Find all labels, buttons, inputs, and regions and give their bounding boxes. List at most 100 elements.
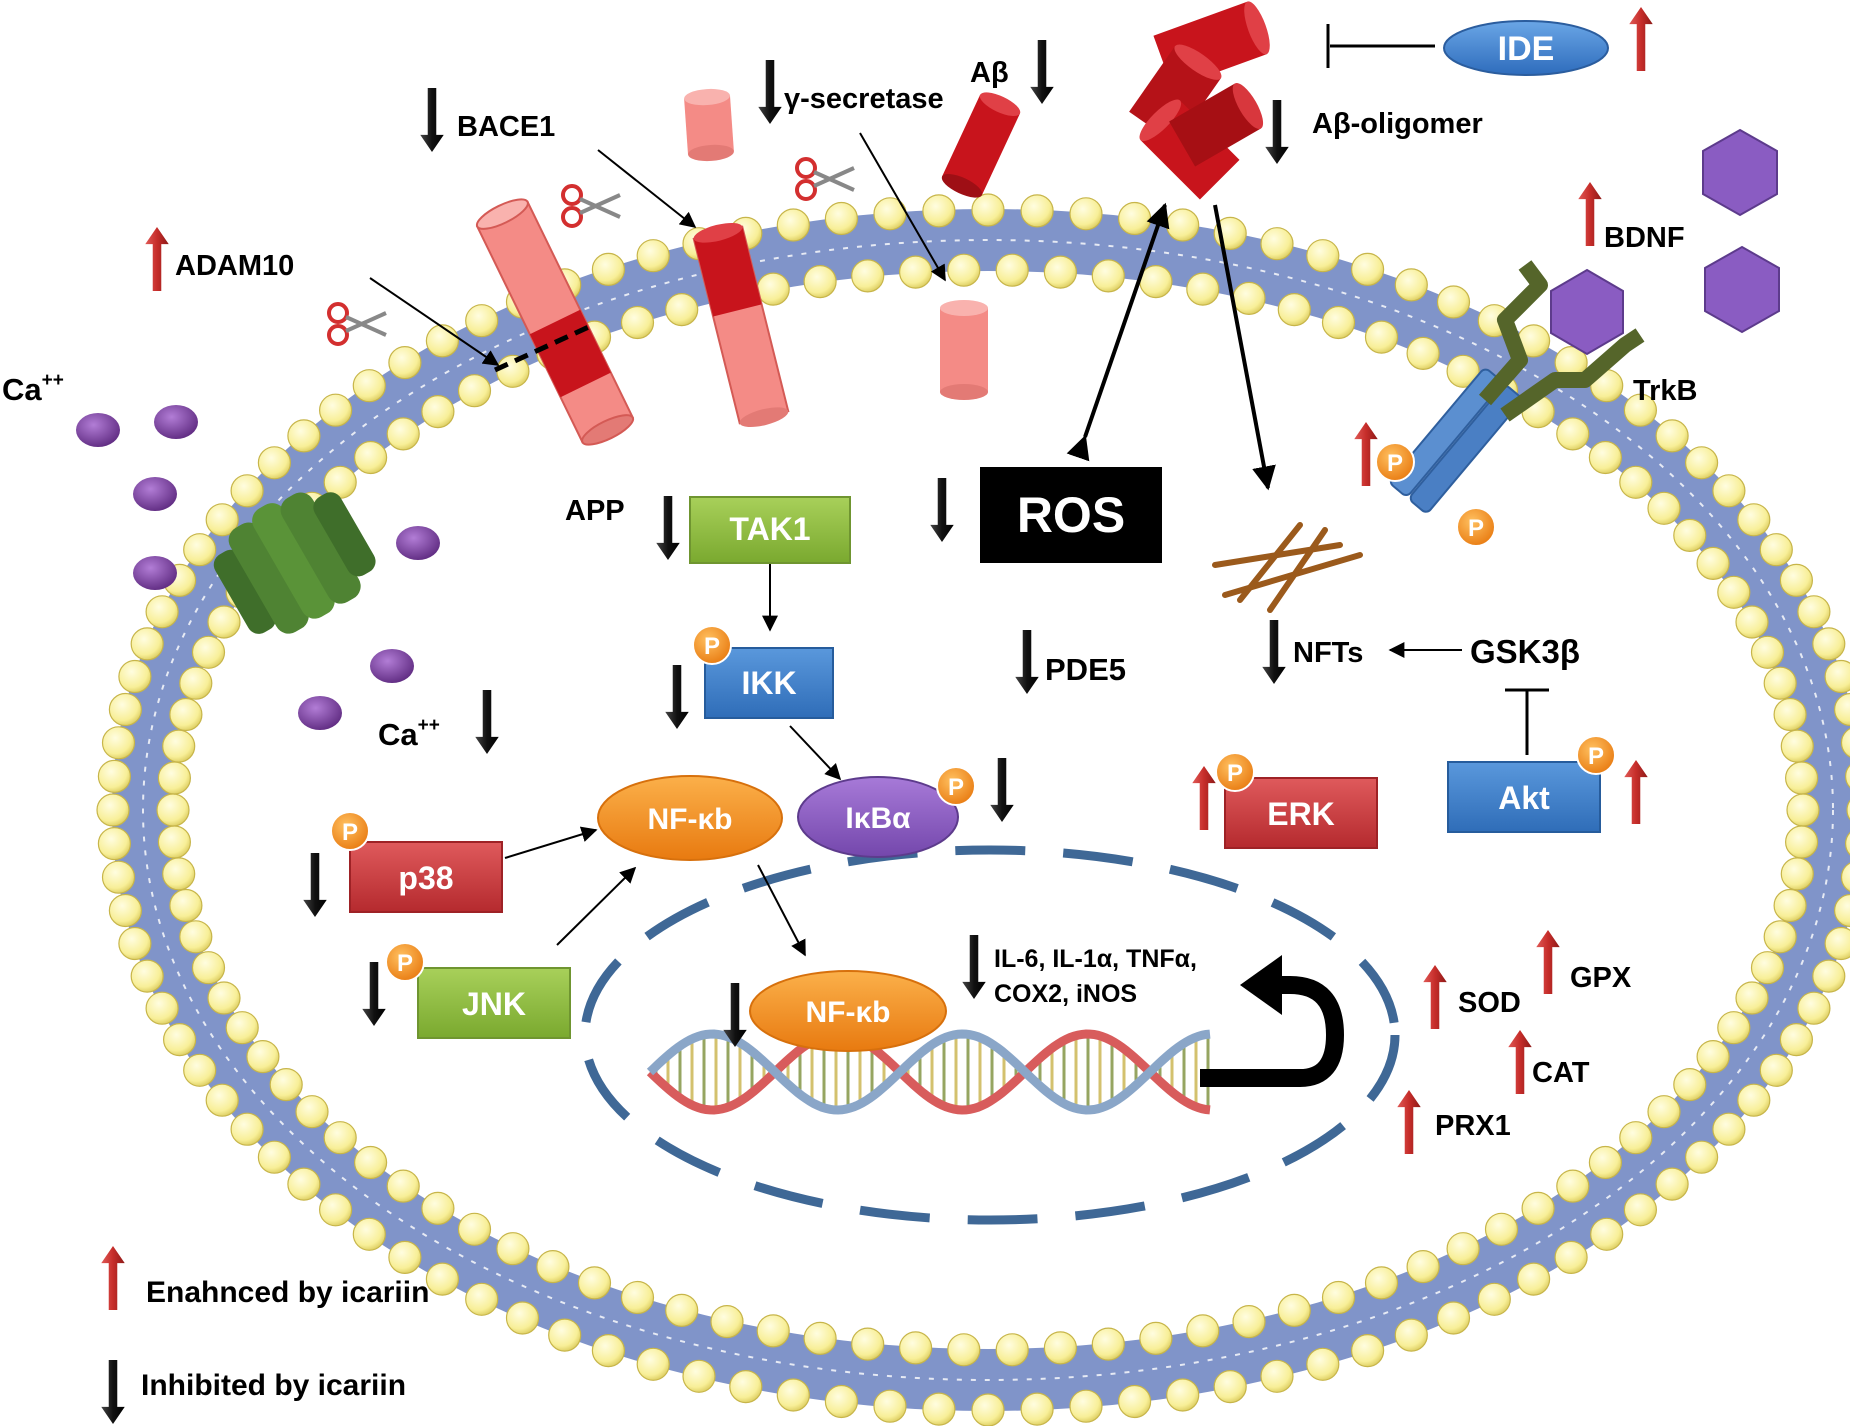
phospho-trkb-lower: P	[1456, 507, 1496, 547]
down-arrow-icon-ikba	[990, 758, 1014, 822]
lipid-head	[1277, 1293, 1311, 1328]
lipid-head	[130, 627, 164, 661]
lipid-head	[1824, 659, 1850, 694]
lipid-head	[971, 193, 1005, 227]
lipid-head	[1554, 1240, 1588, 1275]
lipid-head	[1139, 265, 1173, 299]
lipid-head	[1521, 1191, 1555, 1226]
down-arrow-icon-jnk	[362, 962, 386, 1026]
cytokines-line1: IL-6, IL-1α, TNFα,	[994, 945, 1197, 973]
down-arrow-icon-p38	[303, 853, 327, 917]
lipid-head	[323, 1121, 357, 1155]
lipid-head	[1406, 336, 1440, 370]
nfkb-oval	[597, 775, 783, 861]
lipid-head	[425, 324, 459, 358]
down-arrow-icon-bace1	[420, 88, 444, 152]
tak1-label: TAK1	[729, 511, 810, 547]
lipid-head	[636, 239, 670, 273]
phospho-label: P	[397, 950, 413, 977]
lipid-head	[386, 417, 420, 451]
lipid-head	[1780, 729, 1814, 763]
lipid-head	[1364, 1266, 1399, 1300]
lipid-head	[1735, 981, 1769, 1015]
lipid-head	[1117, 1384, 1152, 1419]
cytokines-line2: COX2, iNOS	[994, 980, 1137, 1008]
lipid-head	[1477, 1282, 1511, 1316]
pathway-arrows	[369, 132, 1549, 957]
calcium-channel	[213, 492, 376, 634]
lipid-head	[803, 265, 837, 299]
phospho-label: P	[342, 819, 358, 846]
lipid-head	[1717, 1011, 1751, 1045]
scissors-icon	[561, 184, 621, 228]
lipid-head	[1277, 293, 1311, 327]
nfkb-ikba-complex: NF-κb IκBα	[597, 775, 959, 861]
down-arrow-icon-ikk	[665, 665, 689, 729]
phospho-akt: P	[1576, 735, 1616, 775]
lipid-head	[1394, 1318, 1428, 1352]
lipid-head	[169, 697, 203, 732]
akt-label: Akt	[1498, 780, 1550, 816]
abeta-monomer	[941, 92, 1021, 198]
lipid-head	[995, 1333, 1029, 1367]
lipid-head	[1117, 201, 1152, 236]
phospho-ikk: P	[692, 625, 732, 665]
lipid-head	[1232, 1304, 1266, 1339]
lipid-head	[388, 346, 422, 380]
up-arrow-icon-ide	[1629, 7, 1653, 71]
lipid-head	[257, 1140, 291, 1174]
app-fragment-top	[684, 88, 734, 162]
lipid-head	[157, 761, 191, 795]
app-label: APP	[565, 495, 625, 527]
lipid-head	[577, 1266, 612, 1300]
bdnf-label: BDNF	[1604, 222, 1685, 254]
lipid-head	[496, 354, 530, 388]
lipid-head	[1673, 1067, 1707, 1102]
lipid-head	[1619, 465, 1653, 499]
lipid-head	[1773, 697, 1807, 732]
lipid-head	[1394, 268, 1428, 302]
lipid-head	[1350, 252, 1385, 286]
lipid-head	[1213, 1369, 1247, 1404]
app-cleaved-c99	[692, 222, 790, 428]
lipid-head	[824, 201, 859, 236]
down-arrow-icon-ros	[930, 478, 954, 542]
lipid-head	[1737, 503, 1771, 537]
abeta-label: Aβ	[970, 57, 1009, 89]
lipid-head	[922, 194, 956, 228]
lipid-head	[1232, 281, 1266, 315]
calcium-ion	[154, 405, 198, 439]
lipid-head	[1750, 635, 1785, 669]
lipid-head	[425, 1262, 459, 1296]
calcium-ion	[76, 413, 120, 447]
cat-label: CAT	[1532, 1057, 1590, 1089]
lipid-head	[465, 1282, 499, 1316]
lipid-head	[225, 1011, 259, 1045]
lipid-head	[1786, 793, 1820, 827]
phospho-label: P	[948, 774, 964, 801]
lipid-head	[1043, 255, 1078, 289]
lipid-head	[205, 503, 239, 537]
lipid-head	[179, 666, 213, 700]
lipid-head	[851, 259, 885, 293]
calcium-ion	[370, 649, 414, 683]
lipid-head	[851, 1327, 885, 1361]
lipid-head	[1588, 440, 1623, 475]
lipid-head	[1750, 951, 1785, 985]
text-labels: BACE1 γ-secretase Aβ Aβ-oligomer ADAM10 …	[2, 57, 1697, 1142]
lipid-head	[1588, 1145, 1623, 1180]
lipid-head	[1673, 518, 1707, 553]
lipid-head	[421, 395, 455, 429]
arrow-nfkb-to-nucleus	[757, 864, 806, 957]
dna-strand	[646, 1029, 1211, 1115]
lipid-head	[591, 252, 626, 286]
lipid-head	[756, 272, 790, 306]
lipid-head	[1834, 692, 1850, 727]
pde5-label: PDE5	[1045, 652, 1126, 687]
trkb-label: TrkB	[1633, 375, 1697, 407]
lipid-head	[1556, 1169, 1590, 1203]
lipid-head	[157, 825, 191, 859]
lipid-head	[1350, 1333, 1385, 1368]
bdnf-hexagon	[1550, 268, 1624, 356]
abeta-oligomer-label: Aβ-oligomer	[1312, 108, 1483, 140]
